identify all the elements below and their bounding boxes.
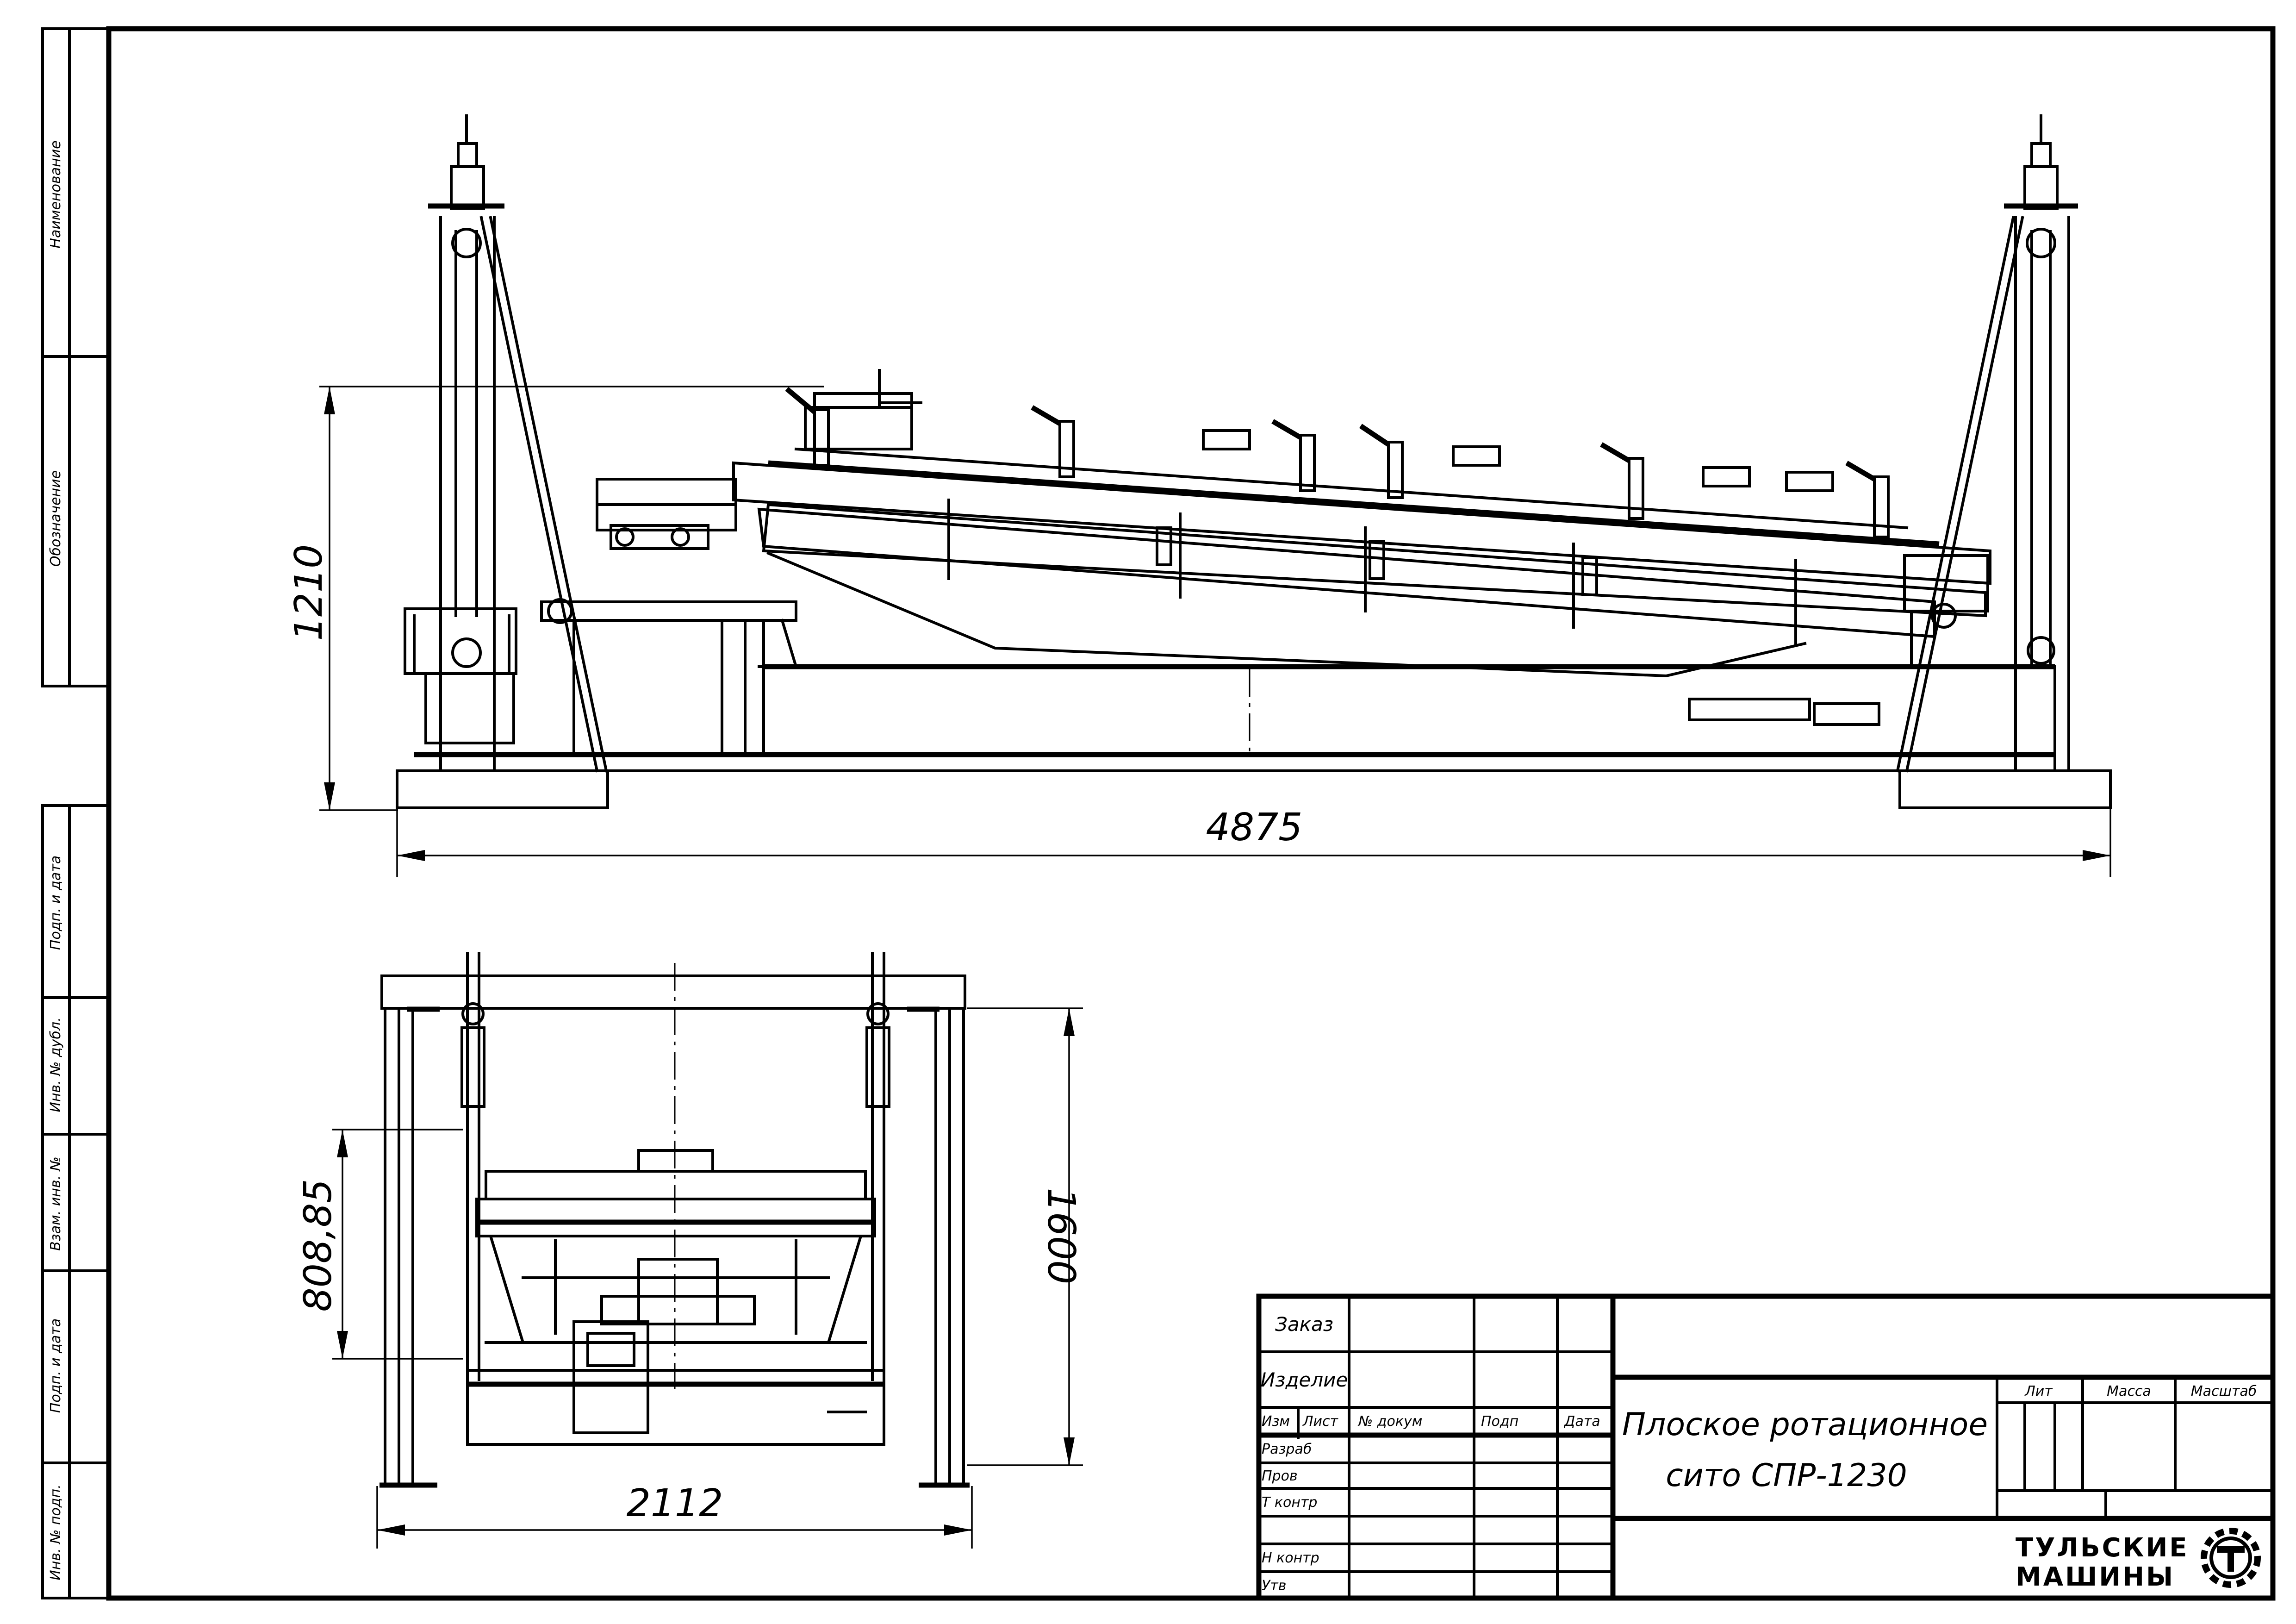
dim-front-inner-height: 808,85 — [296, 1179, 340, 1312]
clamps — [785, 387, 1890, 538]
company-logo: ТУЛЬСКИЕ МАШИНЫ — [2016, 1528, 2261, 1592]
side-label-dup-inv: Инв. № дубл. — [48, 1017, 64, 1112]
dim-side-length: 4875 — [1206, 806, 1303, 849]
side-label-sign-date-2: Подп. и дата — [48, 1318, 64, 1413]
front-view: 808,85 1600 2112 — [296, 952, 1083, 1549]
dimension-1600 — [967, 1007, 1083, 1466]
gear-icon — [2201, 1528, 2261, 1588]
left-pole — [428, 114, 608, 773]
top-beam — [380, 974, 966, 1010]
tb-product-label: Изделие — [1261, 1368, 1348, 1391]
side-label-designation: Обозначение — [48, 470, 64, 567]
tb-mass-label: Масса — [2107, 1383, 2151, 1399]
dim-front-height: 1600 — [1039, 1188, 1083, 1285]
logo-line2: МАШИНЫ — [2016, 1562, 2175, 1592]
left-foot — [396, 769, 609, 809]
tb-row-developer: Разраб — [1262, 1441, 1312, 1457]
lower-frame — [466, 1369, 885, 1446]
tb-row-norm-control: Н контр — [1262, 1550, 1319, 1566]
drawing-frame — [106, 26, 2276, 1601]
side-label-orig-inv: Инв. № подп. — [48, 1484, 64, 1580]
tb-row-tech-control: Т контр — [1262, 1494, 1317, 1511]
right-foot — [1898, 769, 2112, 809]
side-label-sign-date-1: Подп. и дата — [48, 856, 64, 950]
dimension-2112 — [376, 1486, 973, 1549]
tb-title-line1: Плоское ротационное — [1622, 1406, 1988, 1443]
sieve-top — [485, 1170, 867, 1200]
left-side-strip — [41, 27, 110, 1599]
tb-order-label: Заказ — [1275, 1313, 1333, 1336]
tb-title-line2: сито СПР-1230 — [1666, 1457, 1907, 1494]
dimension-808 — [332, 1129, 463, 1360]
title-block — [1256, 1293, 2276, 1601]
tb-row-checker: Пров — [1262, 1468, 1298, 1484]
tb-col-doc-no: № докум — [1357, 1413, 1422, 1430]
dim-side-height: 1210 — [287, 544, 331, 641]
side-label-name: Наименование — [48, 140, 64, 248]
front-motor — [572, 1320, 649, 1434]
dimension-1210 — [319, 386, 824, 811]
tb-lit-label: Лит — [2024, 1383, 2053, 1399]
tb-col-sheet: Лист — [1302, 1413, 1339, 1430]
right-pole — [1896, 114, 2078, 773]
tb-row-approved: Утв — [1262, 1578, 1286, 1594]
tb-col-date: Дата — [1563, 1413, 1600, 1430]
sieve-body — [732, 369, 1991, 726]
tb-col-sign: Подп — [1481, 1413, 1518, 1430]
dimension-4875 — [396, 808, 2111, 877]
tb-scale-label: Масштаб — [2191, 1383, 2257, 1399]
side-label-replace-inv: Взам. инв. № — [48, 1156, 64, 1251]
dim-front-width: 2112 — [627, 1481, 723, 1525]
side-view: 1210 4875 — [287, 114, 2112, 877]
tb-col-change: Изм — [1262, 1413, 1290, 1430]
logo-line1: ТУЛЬСКИЕ — [2016, 1533, 2189, 1563]
